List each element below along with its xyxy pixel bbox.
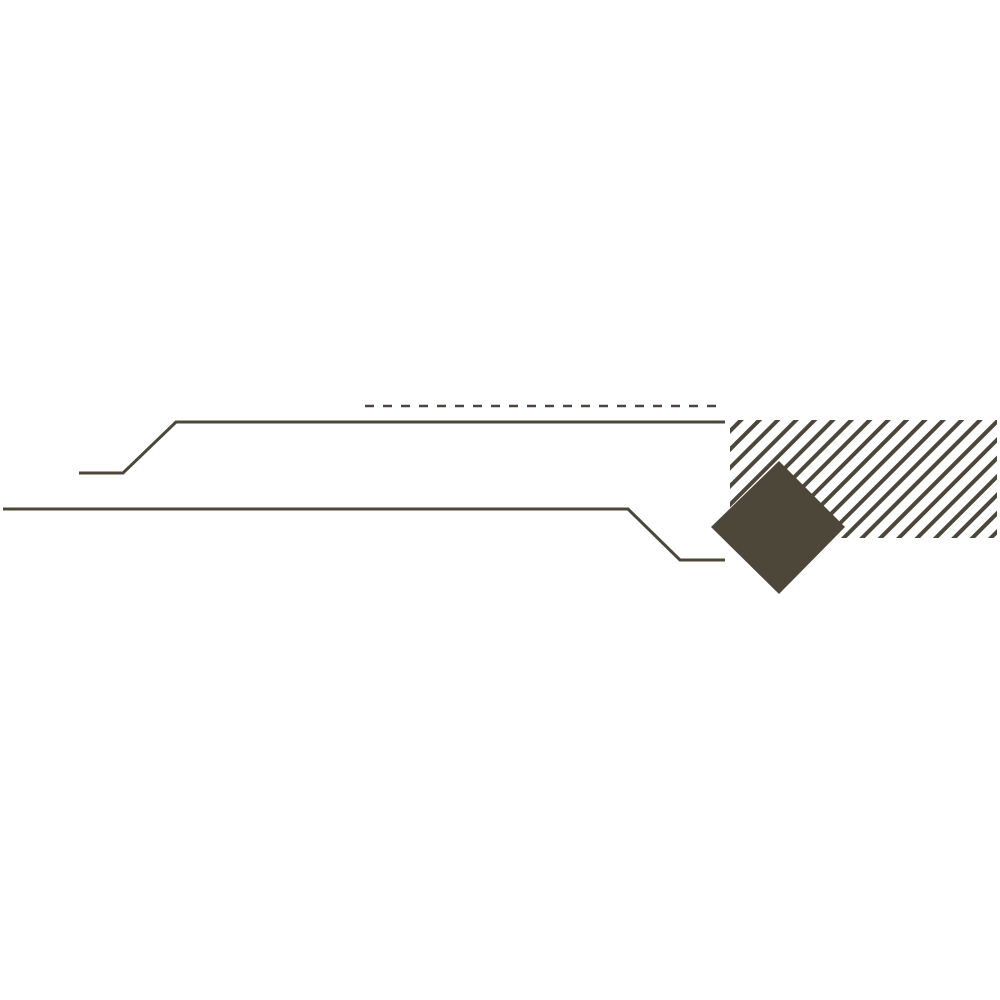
diamond-shape	[711, 461, 845, 594]
upper-step-line	[79, 420, 725, 475]
lower-step-line	[3, 507, 725, 562]
